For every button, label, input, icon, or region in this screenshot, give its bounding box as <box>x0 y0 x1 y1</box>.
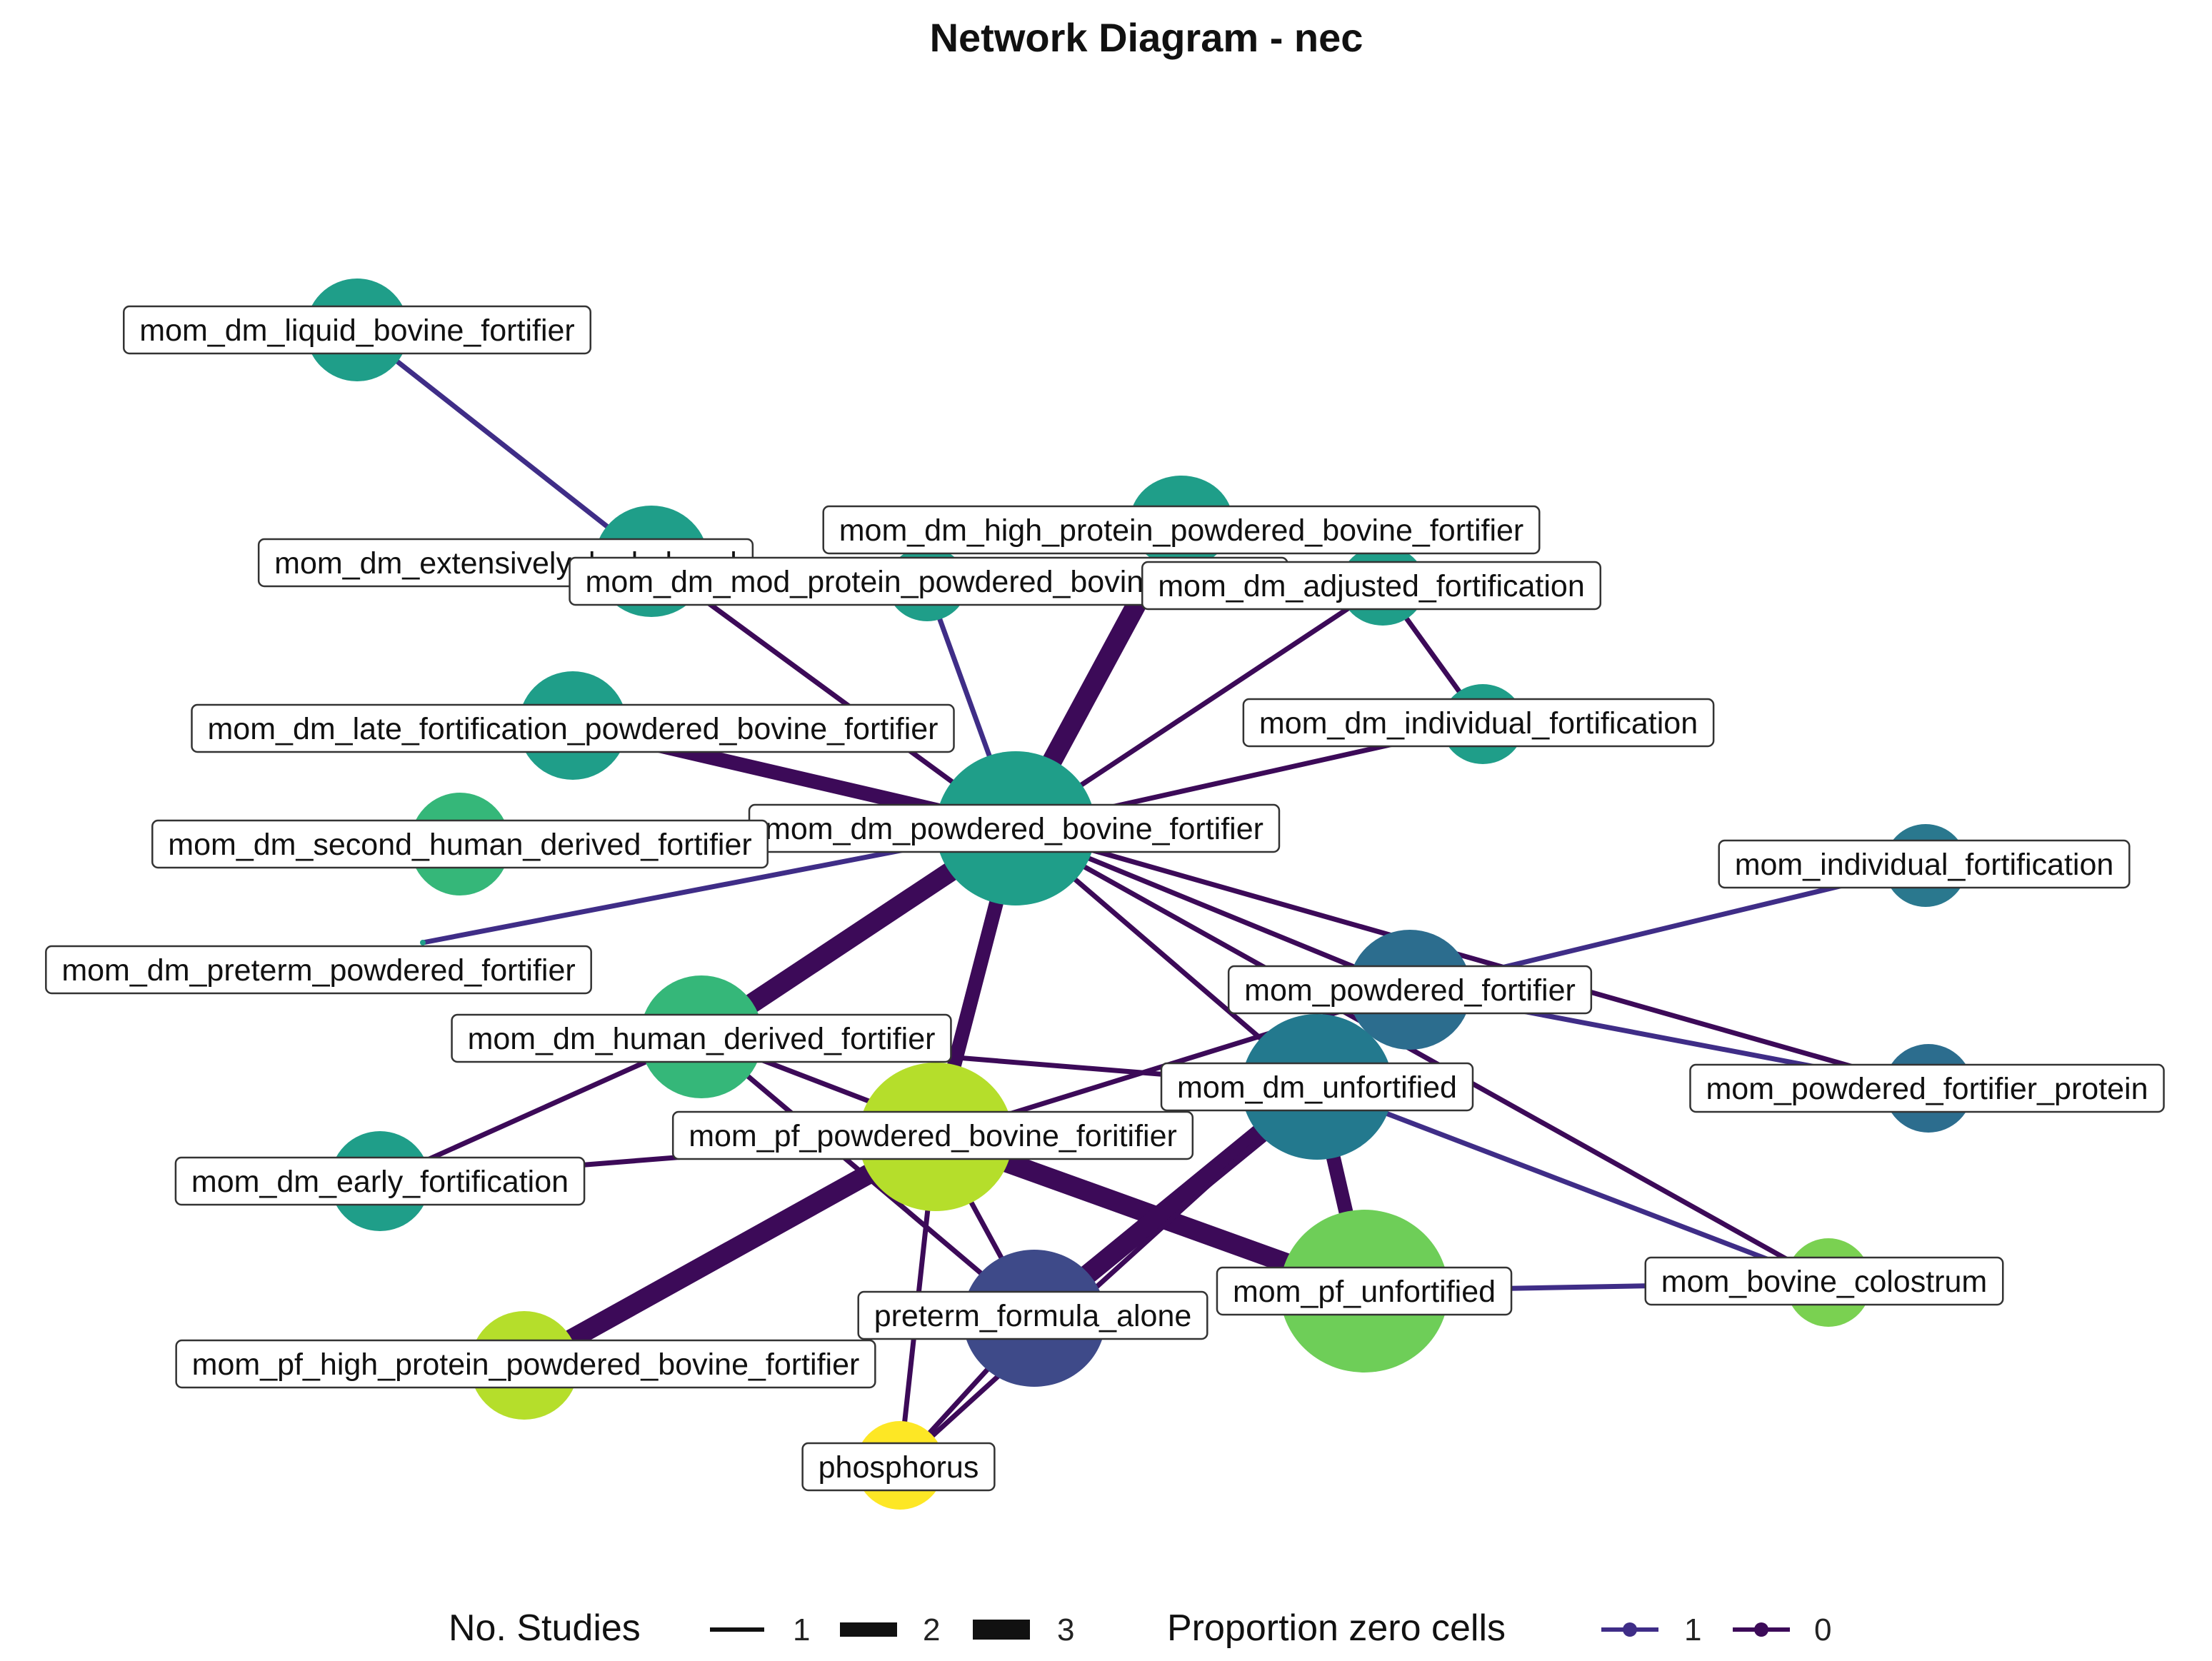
node-label-liquid: mom_dm_liquid_bovine_fortifier <box>123 305 591 355</box>
node-label-text: phosphorus <box>819 1450 979 1485</box>
node-label-text: mom_dm_second_human_derived_fortifier <box>168 828 751 862</box>
node-label-indiv: mom_individual_fortification <box>1718 839 2131 889</box>
node-label-hdf: mom_dm_human_derived_fortifier <box>451 1013 952 1063</box>
edge-pbf-mpfp <box>1015 826 1929 1091</box>
node-label-box <box>822 505 1541 555</box>
legend: No. Studies 1 2 3 Proportion zero cells … <box>449 1607 1831 1649</box>
legend-prop-1-label: 1 <box>1684 1612 1701 1647</box>
node-label-box <box>191 703 955 753</box>
node-label-box <box>857 1290 1208 1340</box>
node-label-text: mom_powdered_fortifier_protein <box>1706 1072 2148 1106</box>
legend-studies-2-label: 2 <box>923 1612 940 1647</box>
node-label-phos: phosphorus <box>801 1442 996 1492</box>
node-label-box <box>1718 839 2131 889</box>
node-label-late: mom_dm_late_fortification_powdered_bovin… <box>191 703 955 753</box>
node-label-box <box>1227 965 1593 1015</box>
node-label-text: mom_pf_powdered_bovine_foritifier <box>689 1119 1177 1153</box>
labels-layer: mom_dm_liquid_bovine_fortifiermom_dm_ext… <box>45 305 2165 1492</box>
node-label-mpfp: mom_powdered_fortifier_protein <box>1689 1063 2165 1113</box>
node-label-text: mom_bovine_colostrum <box>1661 1265 1987 1299</box>
node-label-early: mom_dm_early_fortification <box>174 1156 586 1206</box>
chart-title: Network Diagram - nec <box>930 15 1363 60</box>
legend-studies-title: No. Studies <box>449 1607 641 1649</box>
edge-liquid-ext <box>355 328 654 563</box>
node-label-pfbf: mom_pf_powdered_bovine_foritifier <box>671 1110 1194 1160</box>
node-label-box <box>174 1156 586 1206</box>
node-label-box <box>1216 1266 1513 1316</box>
node-label-pf_unf: mom_pf_unfortified <box>1216 1266 1513 1316</box>
node-label-text: preterm_formula_alone <box>874 1299 1192 1333</box>
node-label-text: mom_powdered_fortifier <box>1244 973 1576 1008</box>
edge-unfort-colostrum <box>1316 1084 1830 1285</box>
legend-prop-1-dot <box>1623 1622 1637 1637</box>
node-label-text: mom_individual_fortification <box>1735 848 2114 882</box>
node-label-pfa: preterm_formula_alone <box>857 1290 1208 1340</box>
legend-prop-0-label: 0 <box>1814 1612 1831 1647</box>
node-label-box <box>801 1442 996 1492</box>
legend-prop-0-dot <box>1754 1622 1768 1637</box>
node-label-pbf: mom_dm_powdered_bovine_fortifier <box>748 803 1281 853</box>
node-label-adj: mom_dm_adjusted_fortification <box>1141 561 1602 611</box>
node-label-pfhp: mom_pf_high_protein_powdered_bovine_fort… <box>175 1339 876 1389</box>
node-preterm_pf <box>420 940 426 945</box>
node-label-box <box>671 1110 1194 1160</box>
node-label-box <box>1644 1256 2004 1306</box>
edge-pbf-colostrum <box>1014 826 1830 1285</box>
node-label-unfort: mom_dm_unfortified <box>1160 1062 1474 1112</box>
node-label-text: mom_dm_late_fortification_powdered_bovin… <box>207 712 938 746</box>
node-label-box <box>1689 1063 2165 1113</box>
node-label-colostrum: mom_bovine_colostrum <box>1644 1256 2004 1306</box>
node-label-mpf: mom_powdered_fortifier <box>1227 965 1593 1015</box>
node-label-box <box>1141 561 1602 611</box>
legend-studies-1-label: 1 <box>793 1612 810 1647</box>
legend-studies-3-label: 3 <box>1057 1612 1074 1647</box>
node-label-box <box>151 819 769 869</box>
node-label-text: mom_dm_adjusted_fortification <box>1158 569 1585 603</box>
node-label-text: mom_dm_preterm_powdered_fortifier <box>61 953 575 988</box>
node-label-indiv_dm: mom_dm_individual_fortification <box>1242 698 1715 748</box>
node-label-box <box>1242 698 1715 748</box>
node-label-text: mom_dm_unfortified <box>1177 1070 1457 1105</box>
node-label-preterm_pf: mom_dm_preterm_powdered_fortifier <box>45 945 592 995</box>
node-label-hp: mom_dm_high_protein_powdered_bovine_fort… <box>822 505 1541 555</box>
node-label-box <box>451 1013 952 1063</box>
node-label-text: mom_dm_human_derived_fortifier <box>468 1022 936 1056</box>
node-label-text: mom_dm_liquid_bovine_fortifier <box>139 313 574 348</box>
edge-unfort-phos <box>898 1085 1319 1467</box>
node-label-text: mom_pf_unfortified <box>1233 1275 1496 1309</box>
node-label-box <box>45 945 592 995</box>
node-label-box <box>175 1339 876 1389</box>
node-label-text: mom_pf_high_protein_powdered_bovine_fort… <box>192 1348 860 1382</box>
node-label-text: mom_dm_high_protein_powdered_bovine_fort… <box>839 513 1524 548</box>
node-label-text: mom_dm_powdered_bovine_fortifier <box>765 812 1263 846</box>
node-label-second: mom_dm_second_human_derived_fortifier <box>151 819 769 869</box>
node-label-box <box>123 305 591 355</box>
node-label-text: mom_dm_early_fortification <box>191 1165 569 1199</box>
legend-prop-title: Proportion zero cells <box>1167 1607 1506 1649</box>
node-label-text: mom_dm_individual_fortification <box>1259 706 1698 741</box>
edge-pfbf-pfhp <box>519 1128 941 1375</box>
node-label-box <box>1160 1062 1474 1112</box>
